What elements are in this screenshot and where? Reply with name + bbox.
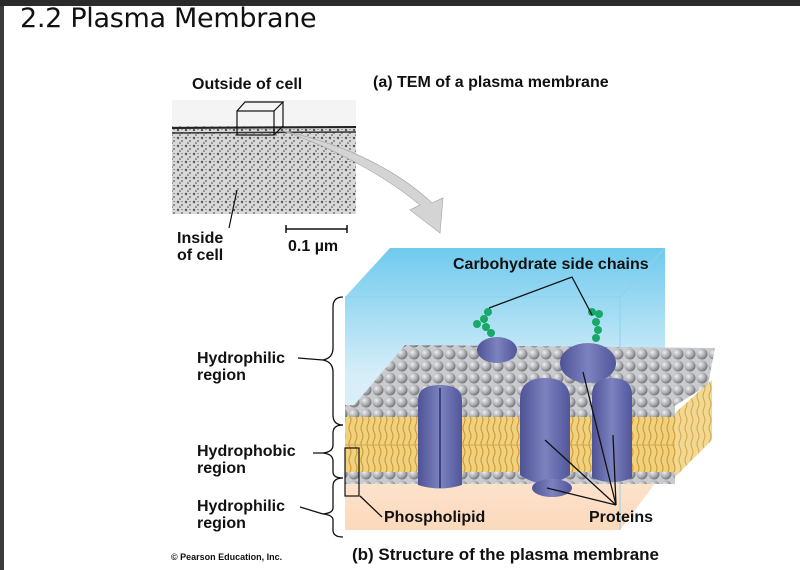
inside-label-line2: of cell xyxy=(177,247,224,265)
inside-of-cell-label: Inside of cell xyxy=(177,230,223,265)
slide-title: 2.2 Plasma Membrane xyxy=(20,3,317,34)
integral-protein xyxy=(520,378,570,484)
region-label-hydrophobic: Hydrophobic region xyxy=(197,443,296,478)
outside-pointer xyxy=(228,189,238,229)
phospholipid-box xyxy=(344,447,360,497)
copyright-credit: © Pearson Education, Inc. xyxy=(171,552,283,562)
carbohydrate-chains xyxy=(473,308,603,342)
proteins-label: Proteins xyxy=(589,509,654,526)
leader-lines xyxy=(359,276,617,518)
scale-bar xyxy=(285,225,348,233)
zoom-cube-icon xyxy=(236,101,285,136)
window-left-frame xyxy=(0,6,4,570)
region-line2: region xyxy=(197,515,246,533)
region-line2: region xyxy=(197,460,246,478)
window-top-frame xyxy=(0,0,800,6)
region-line1: Hydrophilic xyxy=(197,350,286,367)
carbohydrate-label: Carbohydrate side chains xyxy=(453,256,649,273)
peripheral-protein-bottom xyxy=(532,479,572,497)
outside-of-cell-label: Outside of cell xyxy=(192,76,303,93)
region-line2: region xyxy=(197,367,246,385)
peripheral-protein xyxy=(477,337,517,363)
region-label-hydrophilic-bottom: Hydrophilic region xyxy=(197,498,285,533)
region-line1: Hydrophilic xyxy=(197,498,286,515)
peripheral-protein-large xyxy=(560,343,616,383)
phospholipid-label: Phospholipid xyxy=(384,509,486,526)
region-label-hydrophilic-top: Hydrophilic region xyxy=(197,350,285,385)
region-braces xyxy=(297,296,344,538)
panel-b-caption: (b) Structure of the plasma membrane xyxy=(352,545,660,564)
scale-bar-label: 0.1 µm xyxy=(288,238,339,255)
inside-label-line1: Inside xyxy=(177,230,224,247)
region-line1: Hydrophobic xyxy=(197,443,296,460)
integral-protein-2 xyxy=(592,378,632,482)
panel-a-caption: (a) TEM of a plasma membrane xyxy=(373,74,609,91)
tem-micrograph xyxy=(171,100,357,214)
proteins xyxy=(418,337,632,497)
magnify-arrow xyxy=(282,130,444,234)
